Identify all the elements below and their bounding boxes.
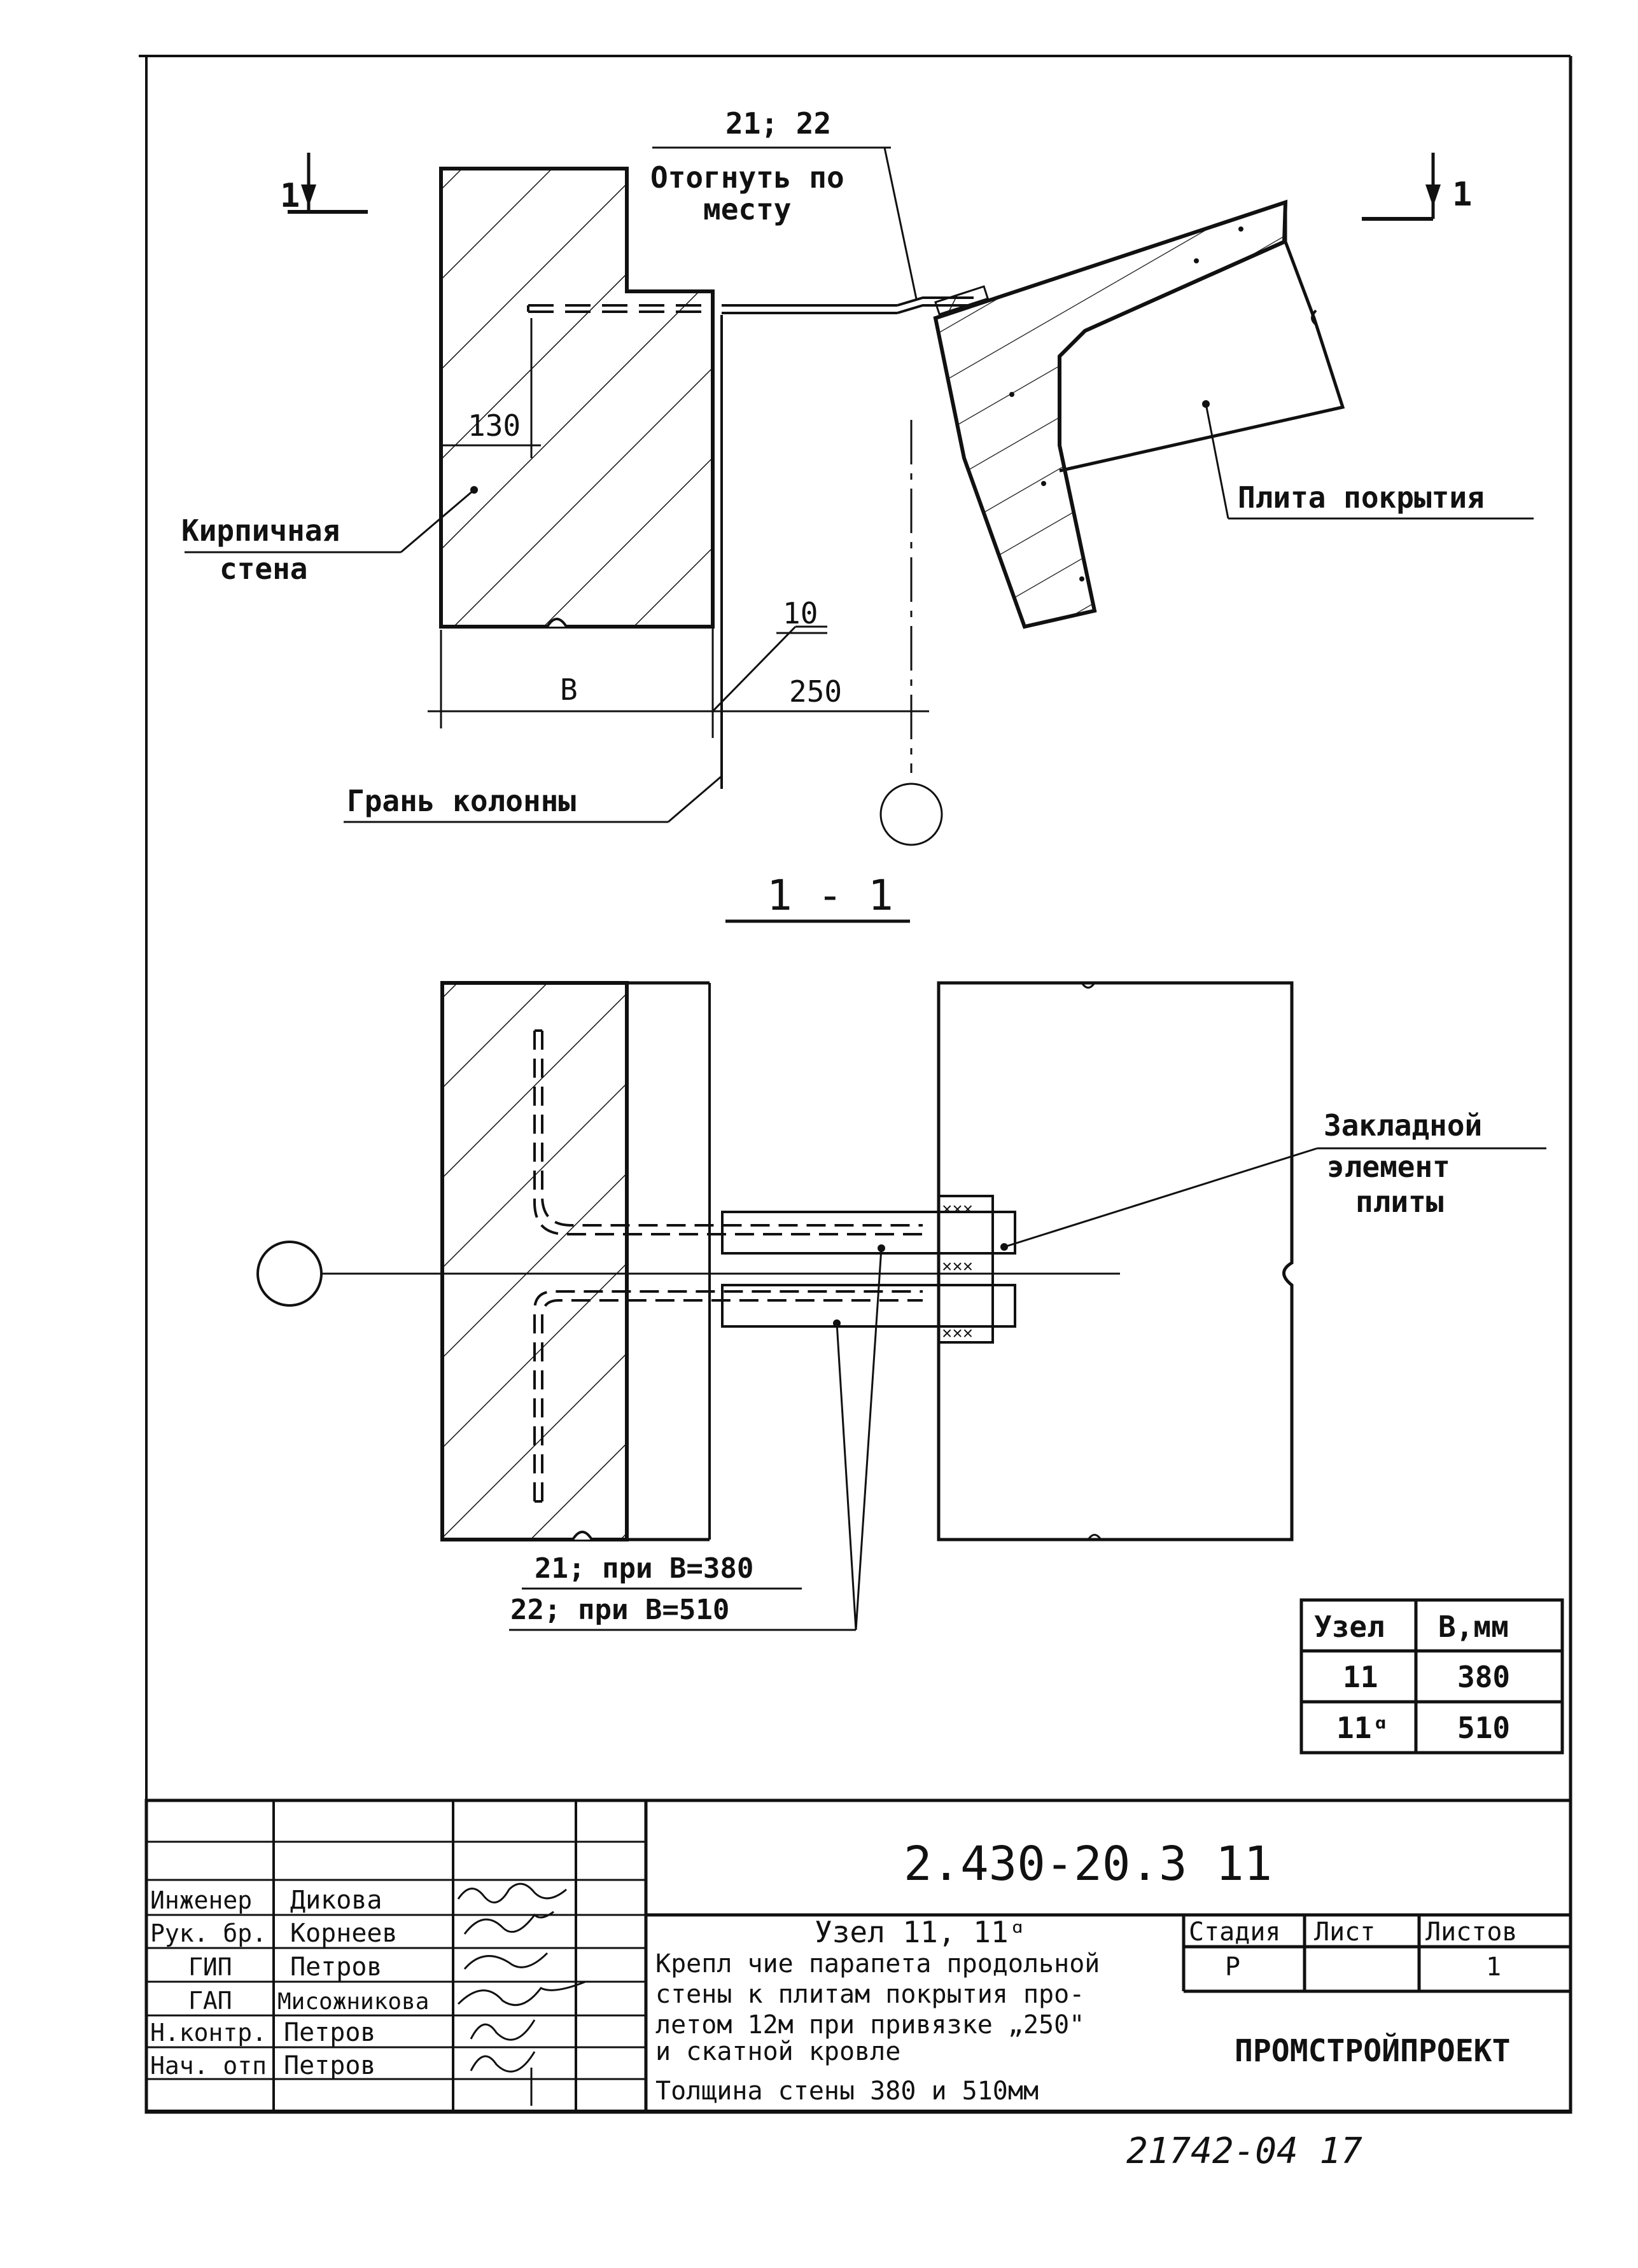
label-wall-line1: Кирпичная xyxy=(181,513,340,548)
label-embed: Закладной элемент плиты xyxy=(1000,1108,1546,1251)
title-line-2: Крепл чие парапета продольной xyxy=(655,1949,1100,1979)
node-table: Узел B,мм 11 380 11ᵅ 510 xyxy=(1299,1598,1564,1755)
axis-bubble-section xyxy=(256,1241,323,1307)
anchor-rod-top xyxy=(527,296,974,314)
label-column-face: Грань колонны xyxy=(344,775,722,823)
label-embed-line1: Закладной xyxy=(1324,1108,1482,1143)
brick-wall-top xyxy=(439,167,715,629)
staff-role-6: Нач. отп xyxy=(150,2052,267,2080)
section-mark-left-label: 1 xyxy=(280,177,300,215)
title-line-3: стены к плитам покрытия про- xyxy=(655,1980,1084,2009)
embed-plates: ××× ××× ××× xyxy=(721,1195,1016,1344)
title-line-6: Толщина стены 380 и 510мм xyxy=(655,2077,1039,2106)
staff-row-3: ГИП Петров xyxy=(188,1952,382,1982)
title-line-1: Узел 11, 11ᵅ xyxy=(815,1915,1026,1949)
dim-130: 130 xyxy=(441,318,541,458)
top-view: 1 1 130 xyxy=(181,106,1534,846)
section-mark-right-label: 1 xyxy=(1452,176,1472,214)
stage-value: Р xyxy=(1225,1952,1240,1982)
doc-number: 2.430-20.3 11 xyxy=(904,1837,1272,1891)
title-line-4: летом 12м при привязке „250" xyxy=(655,2010,1084,2040)
table-header-b: B,мм xyxy=(1438,1610,1509,1644)
callout-21-22: 21; 22 Отогнуть по месту xyxy=(650,106,918,300)
dim-line-bottom: B 250 10 xyxy=(428,596,929,728)
label-wall-line2: стена xyxy=(220,552,307,586)
section-view: ××× ××× ××× Закладной элемент плиты 21; … xyxy=(256,981,1546,1631)
note-22: 22; при B=510 xyxy=(510,1594,729,1626)
note-bend-line1: Отогнуть по xyxy=(650,160,844,195)
staff-role-5: Н.контр. xyxy=(150,2019,267,2047)
staff-row-4: ГАП Мисожникова xyxy=(188,1987,429,2015)
table-cell-node-2: 11ᵅ xyxy=(1336,1711,1389,1745)
label-embed-line2: элемент xyxy=(1327,1150,1450,1184)
staff-row-6: Нач. отп Петров xyxy=(150,2051,376,2080)
section-mark-right: 1 xyxy=(1362,153,1472,221)
staff-row-1: Инженер Дикова xyxy=(150,1886,382,1915)
label-embed-line3: плиты xyxy=(1355,1185,1443,1219)
staff-name-5: Петров xyxy=(284,2018,376,2047)
sheet-frame xyxy=(139,55,1572,2112)
table-header-node: Узел xyxy=(1314,1610,1385,1644)
title-block: 2.430-20.3 11 Инженер Дикова Рук. бр. Ко… xyxy=(144,1798,1572,2114)
rod-callouts: 21; при B=380 22; при B=510 xyxy=(509,1244,885,1631)
stage-header: Стадия xyxy=(1189,1917,1281,1947)
staff-role-2: Рук. бр. xyxy=(150,1919,267,1947)
label-slab: Плита покрытия xyxy=(1238,480,1485,515)
staff-name-3: Петров xyxy=(290,1952,382,1982)
svg-text:×××: ××× xyxy=(942,1323,973,1343)
staff-name-2: Корнеев xyxy=(290,1919,398,1948)
axis-bubble-top xyxy=(879,783,943,846)
sheets-value: 1 xyxy=(1486,1952,1501,1982)
signatures xyxy=(457,1882,586,2106)
table-cell-b-2: 510 xyxy=(1457,1711,1510,1745)
section-title: 1 - 1 xyxy=(725,871,910,923)
brick-wall-section xyxy=(440,981,711,1541)
dim-b-text: B xyxy=(560,672,578,707)
archive-stamp: 21742-04 17 xyxy=(1126,2131,1362,2172)
table-cell-node-1: 11 xyxy=(1343,1660,1378,1694)
section-mark-left: 1 xyxy=(280,153,368,215)
dim-130-text: 130 xyxy=(468,408,521,443)
staff-name-1: Дикова xyxy=(290,1886,382,1915)
table-cell-b-1: 380 xyxy=(1457,1660,1510,1694)
title-line-5: и скатной кровле xyxy=(655,2037,900,2066)
dim-250-text: 250 xyxy=(789,674,842,709)
note-21: 21; при B=380 xyxy=(535,1552,753,1585)
note-bend-line2: месту xyxy=(703,192,791,226)
slab-section xyxy=(937,981,1294,1541)
roof-slab-top xyxy=(933,199,1345,629)
staff-row-2: Рук. бр. Корнеев xyxy=(150,1919,398,1948)
staff-role-1: Инженер xyxy=(150,1886,252,1914)
staff-role-3: ГИП xyxy=(188,1953,232,1981)
svg-text:×××: ××× xyxy=(942,1199,973,1219)
label-brick-wall: Кирпичная стена xyxy=(181,486,478,586)
sheets-header: Листов xyxy=(1425,1917,1518,1947)
staff-name-4: Мисожникова xyxy=(277,1989,429,2015)
label-column-face-text: Грань колонны xyxy=(347,784,576,818)
staff-role-4: ГАП xyxy=(188,1987,232,2015)
staff-row-5: Н.контр. Петров xyxy=(150,2018,376,2047)
section-title-text: 1 - 1 xyxy=(767,871,893,920)
label-roof-slab: Плита покрытия xyxy=(1202,400,1534,520)
organization: ПРОМСТРОЙПРОЕКТ xyxy=(1235,2033,1510,2069)
anchor-rods-section xyxy=(533,1029,923,1503)
callout-pos: 21; 22 xyxy=(725,106,831,141)
dim-10-text: 10 xyxy=(783,596,818,630)
staff-name-6: Петров xyxy=(284,2051,376,2080)
sheet-header: Лист xyxy=(1314,1917,1375,1947)
